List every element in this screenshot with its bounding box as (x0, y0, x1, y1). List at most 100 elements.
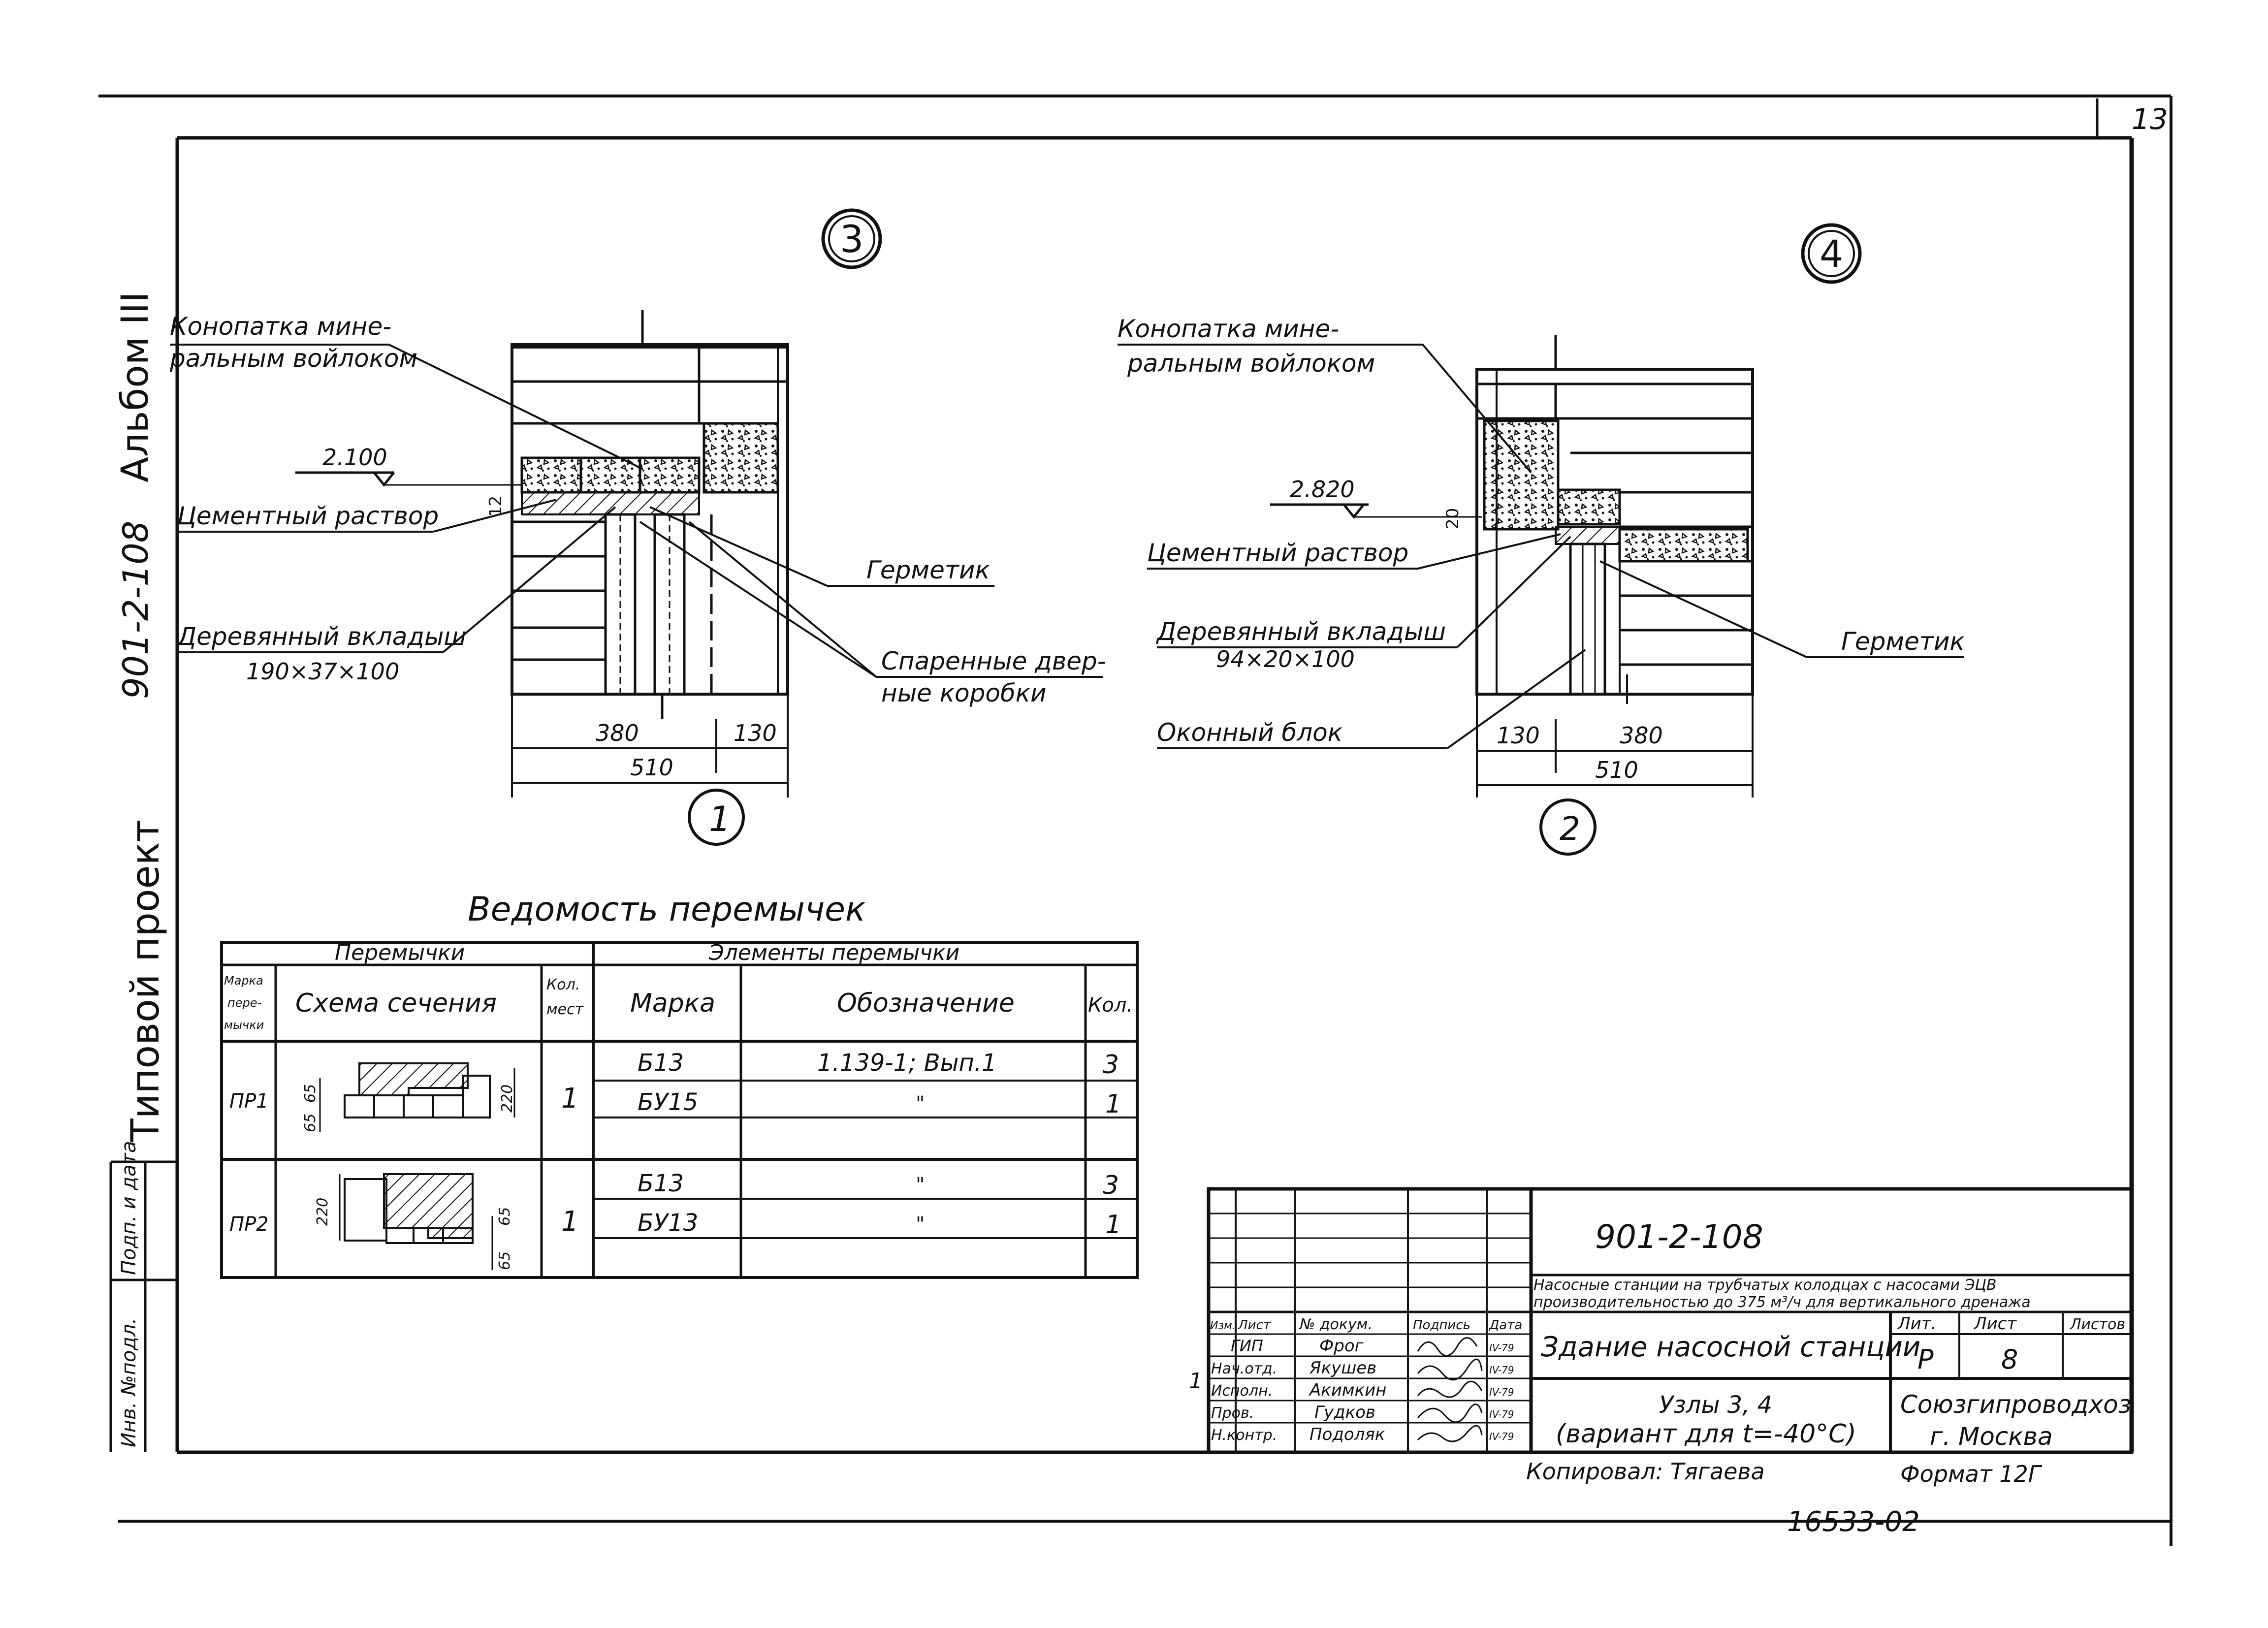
side-code: 901-2-108 (116, 521, 156, 699)
node-4-mortar-label: Цементный раствор (1147, 539, 1408, 567)
title-sheets-header: Листов (2070, 1316, 2125, 1333)
staff-3-role: Исполн. (1211, 1382, 1273, 1400)
node-3-dim-total: 510 (630, 754, 673, 781)
staff-4-role: Пров. (1211, 1405, 1254, 1422)
title-project-1: Насосные станции на трубчатых колодцах с… (1533, 1277, 1996, 1294)
title-col-doc: № докум. (1299, 1316, 1373, 1333)
staff-5-date: IV-79 (1489, 1431, 1514, 1442)
node-4-sealant-label: Герметик (1841, 627, 1965, 656)
copied-by: Копировал: Тягаева (1526, 1458, 1765, 1485)
schedule-title: Ведомость перемычек (468, 890, 865, 929)
schedule-row-2-mark: ПР2 (229, 1213, 269, 1236)
schedule-row-1-places: 1 (561, 1083, 579, 1115)
node-3-marker (821, 208, 882, 269)
schedule-row-2-places: 1 (561, 1206, 579, 1238)
schedule-row-2-el-1-designation: " (916, 1174, 925, 1196)
staff-4-name: Гудков (1314, 1403, 1375, 1422)
schedule-hdr-places-1: Кол. (546, 976, 580, 993)
schedule-group-right: Элементы перемычки (708, 940, 959, 965)
node-3-mortar-text: Цементный раствор (177, 502, 439, 530)
title-building: Здание насосной станции (1541, 1331, 1920, 1363)
node-3-caulk-label-2: ральным войлоком (169, 344, 417, 373)
title-block: 901-2-108 Насосные станции на трубчатых … (1189, 1187, 2134, 1454)
bottom-stamp: 16533-02 (1787, 1506, 1920, 1538)
node-4-insert-label-2: 94×20×100 (1216, 646, 1355, 672)
staff-2-role: Нач.отд. (1211, 1360, 1277, 1377)
node-3-dim-finish: 130 (734, 720, 777, 746)
title-col-rev: Изм. (1210, 1320, 1236, 1332)
title-code: 901-2-108 (1595, 1218, 1763, 1256)
svg-text:2: 2 (1560, 810, 1580, 848)
title-drawing-1: Узлы 3, 4 (1659, 1391, 1772, 1419)
lintel-schedule: Ведомость перемычек Перемычки Элементы п… (220, 890, 1139, 1279)
node-3-axis-marker (688, 789, 745, 846)
node-3-sealant-label: Герметик (866, 556, 990, 584)
schedule-row-1-dim-c: 220 (499, 1085, 516, 1113)
schedule-row-1-dim-b: 65 (302, 1084, 319, 1103)
schedule-row-1-el-1-designation: 1.139-1; Вып.1 (817, 1049, 997, 1077)
schedule-hdr-mark-3: мычки (224, 1018, 264, 1032)
schedule-row-2-el-1-mark: Б13 (638, 1170, 684, 1197)
schedule-row-2-dim-b: 65 (496, 1207, 513, 1226)
node-4-dim-wall: 380 (1620, 722, 1663, 749)
schedule-row-1-section (319, 1062, 515, 1132)
schedule-hdr-section: Схема сечения (295, 989, 497, 1018)
schedule-row-2-el-2-designation: " (916, 1213, 925, 1236)
title-col-sheet: Лист (1238, 1318, 1271, 1333)
staff-5-role: Н.контр. (1211, 1427, 1277, 1444)
node-4-detail: 4 2.820 (1118, 223, 1965, 856)
sheet-frame (98, 95, 2172, 1546)
schedule-row-1-dim-a: 65 (302, 1114, 319, 1132)
title-project-2: производительностью до 375 м³/ч для верт… (1533, 1294, 2031, 1311)
side-album: Альбом III (113, 292, 157, 482)
staff-2-date: IV-79 (1489, 1364, 1514, 1376)
node-3-insulation (703, 422, 779, 494)
node-3-insert-label-1: Деревянный вкладыш (176, 622, 466, 651)
schedule-row-1-el-2-mark: БУ15 (638, 1088, 698, 1116)
staff-1-date: IV-79 (1489, 1342, 1514, 1354)
side-title: Типовой проект (124, 820, 168, 1143)
node-3-wall (511, 310, 789, 719)
schedule-hdr-mark-1: Марка (224, 974, 263, 988)
side-sign-label: Подп. и дата (118, 1141, 140, 1275)
node-4-insert-label-1: Деревянный вкладыш (1156, 617, 1446, 646)
schedule-row-2-el-1-qty: 3 (1103, 1171, 1119, 1200)
title-stage-header: Лит. (1897, 1314, 1936, 1334)
staff-4-date: IV-79 (1489, 1408, 1514, 1420)
title-sheet-header: Лист (1973, 1314, 2017, 1334)
staff-2-name: Якушев (1309, 1358, 1376, 1378)
staff-3-name: Акимкин (1309, 1380, 1386, 1400)
title-stage: Р (1917, 1344, 1934, 1375)
side-inv-label: Инв. №подл. (118, 1318, 140, 1447)
node-4-lintel-2 (1618, 528, 1749, 563)
node-4-level: 2.820 (1290, 476, 1355, 503)
node-4-dim-total: 510 (1595, 757, 1638, 783)
schedule-hdr-el-qty: Кол. (1088, 994, 1133, 1017)
side-strip: Типовой проект 901-2-108 Альбом III Инв.… (109, 292, 177, 1452)
svg-text:3: 3 (840, 217, 863, 261)
node-3-insert-label-2: 190×37×100 (246, 658, 399, 685)
node-4-wall (1475, 335, 1754, 704)
staff-1-name: Фрог (1319, 1336, 1364, 1356)
schedule-row-1-el-2-designation: " (916, 1092, 925, 1115)
format-label: Формат 12Г (1900, 1461, 2043, 1487)
schedule-row-2-el-2-qty: 1 (1105, 1210, 1121, 1240)
node-4-caulk-label-1: Конопатка мине- (1118, 315, 1339, 343)
node-3-frames-label-1: Спаренные двер- (881, 647, 1106, 675)
schedule-row-2-el-2-mark: БУ13 (638, 1209, 698, 1237)
schedule-group-left: Перемычки (335, 940, 465, 965)
title-drawing-2: (вариант для t=-40°С) (1556, 1419, 1856, 1449)
title-org-1: Союзгипроводхоз (1900, 1390, 2131, 1419)
node-3-dim-wall: 380 (596, 720, 639, 746)
schedule-row-1-el-1-qty: 3 (1103, 1050, 1119, 1080)
node-4-window-label: Оконный блок (1157, 718, 1342, 747)
node-4-dim-finish: 130 (1497, 722, 1540, 749)
schedule-row-2-dim-a: 220 (314, 1198, 331, 1226)
node-3-detail: 3 2.10 (169, 208, 1106, 846)
svg-text:4: 4 (1820, 232, 1843, 276)
node-4-marker (1801, 223, 1862, 284)
title-sheet: 8 (2001, 1344, 2018, 1375)
node-4-lintel (1557, 488, 1621, 526)
schedule-hdr-places-2: мест (546, 1001, 584, 1018)
